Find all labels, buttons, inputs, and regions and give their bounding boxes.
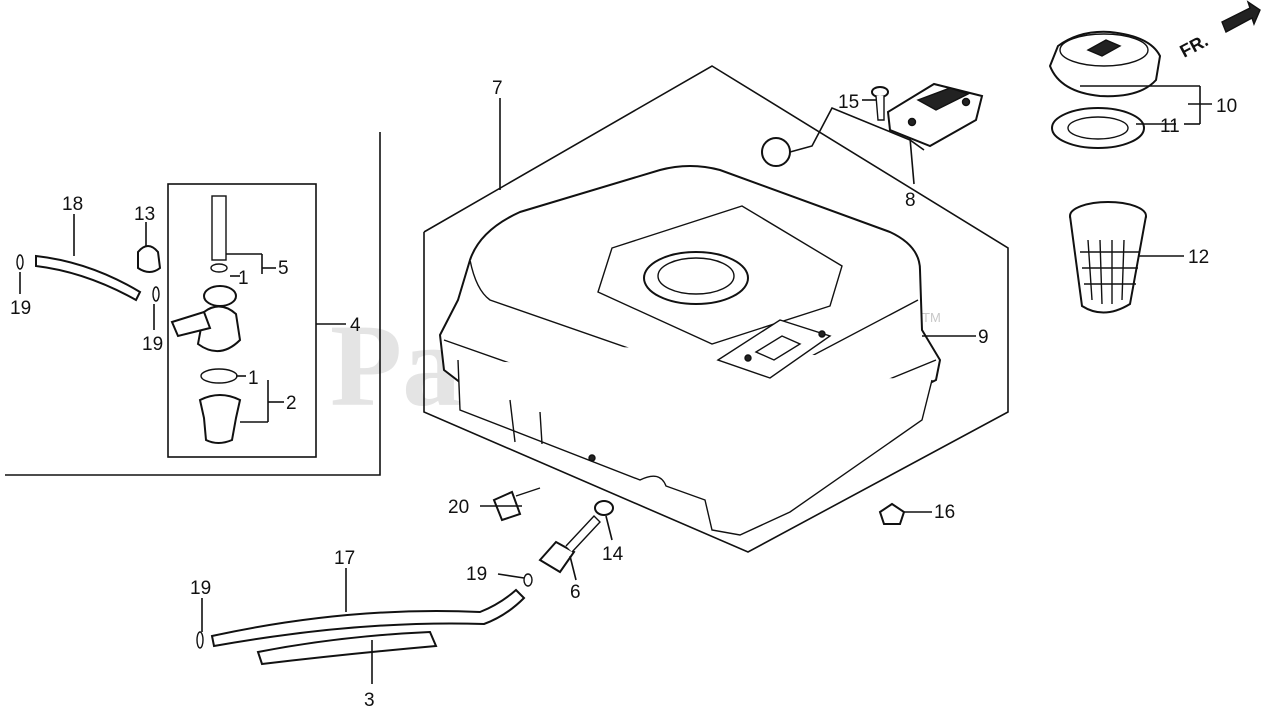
callout-15: 15 [838, 92, 859, 113]
callout-20: 20 [448, 497, 469, 518]
fuel-gauge-icon[interactable] [761, 82, 984, 167]
callout-13: 13 [134, 204, 155, 225]
callout-19-joint: 19 [466, 564, 487, 585]
callout-6: 6 [570, 582, 581, 603]
callout-19-lower: 19 [190, 578, 211, 599]
front-direction-indicator: FR. [1176, 0, 1261, 62]
callout-9: 9 [978, 327, 989, 348]
callout-1-upper: 1 [238, 268, 249, 289]
callout-8: 8 [905, 190, 916, 211]
fuel-valve-icon[interactable] [170, 195, 242, 444]
tube-clip-icon[interactable] [16, 254, 533, 649]
callout-2: 2 [286, 393, 297, 414]
callout-numbers: 7 15 8 10 11 12 9 16 20 14 6 19 17 3 19 … [10, 78, 1237, 711]
screw-icon[interactable] [871, 86, 889, 121]
callout-7: 7 [492, 78, 503, 99]
callout-11: 11 [1160, 116, 1180, 137]
fuel-strainer-icon[interactable] [1069, 201, 1147, 314]
grommet-icon[interactable] [878, 502, 906, 525]
callout-14: 14 [602, 544, 624, 565]
washer-icon[interactable] [594, 500, 614, 516]
callout-4: 4 [350, 315, 361, 336]
callout-12: 12 [1188, 247, 1209, 268]
cap-gasket-icon[interactable] [1051, 107, 1145, 149]
fuel-tube-lower-icon[interactable] [210, 588, 526, 666]
fr-label: FR. [1176, 30, 1211, 61]
fuel-tank-icon[interactable] [438, 165, 942, 536]
fuel-tube-upper-icon[interactable] [35, 254, 142, 302]
fuel-joint-icon[interactable] [538, 514, 601, 574]
callout-17: 17 [334, 548, 355, 569]
leader-lines [19, 85, 1212, 684]
callout-3: 3 [364, 690, 375, 711]
drain-bolt-icon[interactable] [492, 487, 541, 522]
callout-10: 10 [1216, 96, 1237, 117]
fuel-valve-assembly-frame [5, 132, 381, 476]
callout-16: 16 [934, 502, 955, 523]
callout-1-lower: 1 [248, 368, 259, 389]
tank-outline-frame [423, 65, 1009, 553]
callout-19-left: 19 [10, 298, 31, 319]
filler-cap-icon[interactable] [1048, 30, 1162, 98]
callout-19-valve: 19 [142, 334, 163, 355]
watermark-tm: TM [922, 310, 941, 325]
callout-5: 5 [278, 258, 289, 279]
callout-18: 18 [62, 194, 83, 215]
cap-nut-icon[interactable] [137, 245, 162, 273]
